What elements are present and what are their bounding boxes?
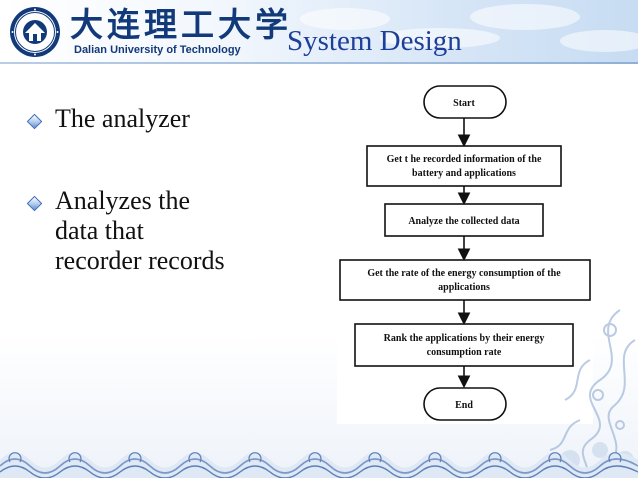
flow-node-text: End (455, 400, 473, 411)
flow-node-get-info: Get t he recorded information of the bat… (366, 145, 562, 187)
bullet-text: Analyzes the data that recorder records (55, 186, 225, 275)
slide-title: System Design (287, 25, 462, 57)
flow-node-text: Get the rate of the energy consumption o… (367, 268, 561, 279)
flow-node-get-rate: Get the rate of the energy consumption o… (339, 259, 591, 301)
flow-node-end: End (423, 387, 507, 421)
flow-node-analyze: Analyze the collected data (384, 203, 544, 237)
university-seal-icon (10, 7, 60, 57)
flow-node-text: Get t he recorded information of the (387, 154, 542, 165)
diamond-bullet-icon (26, 113, 43, 130)
flow-node-rank: Rank the applications by their energy co… (354, 323, 574, 367)
flow-node-text: battery and applications (412, 168, 516, 179)
bullet-item: The analyzer (24, 104, 190, 134)
bullet-text: The analyzer (55, 104, 190, 133)
flow-node-text: Analyze the collected data (408, 216, 519, 227)
flow-node-text: applications (438, 282, 490, 293)
wave-decoration-icon (0, 452, 638, 478)
flow-node-start: Start (423, 85, 507, 119)
flowchart: Start Get t he recorded information of t… (339, 85, 591, 421)
logo-english-name: Dalian University of Technology (74, 44, 241, 56)
logo-chinese-name: 大连理工大学 (70, 5, 292, 44)
header-divider (0, 62, 638, 64)
flow-node-text: consumption rate (427, 347, 502, 358)
flow-node-text: Start (453, 98, 475, 109)
bullet-item: Analyzes the data that recorder records (24, 186, 225, 276)
header-band (0, 0, 638, 62)
flow-node-text: Rank the applications by their energy (384, 333, 545, 344)
diamond-bullet-icon (26, 195, 43, 212)
